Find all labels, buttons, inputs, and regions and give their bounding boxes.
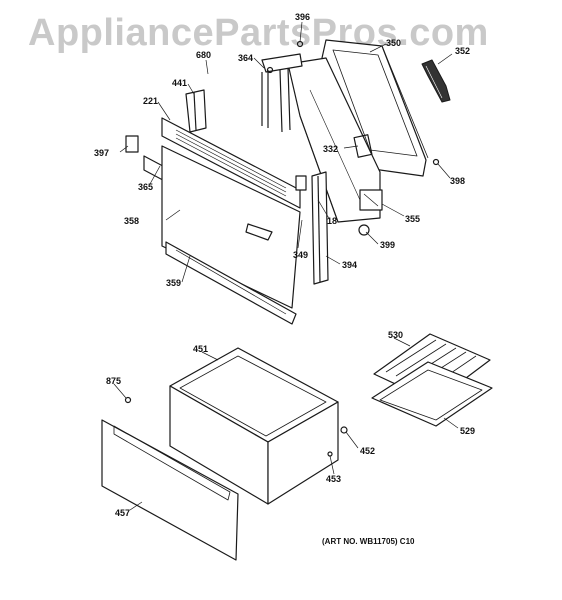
part-label-399: 399 xyxy=(380,240,396,250)
part-label-397: 397 xyxy=(94,148,110,158)
hinge-channel-394 xyxy=(295,171,329,285)
outer-door-panel-358 xyxy=(161,145,301,309)
door-latch-355 xyxy=(358,158,440,236)
hinge-bracket-441 xyxy=(185,89,207,133)
broil-pan-529 xyxy=(371,361,493,427)
part-label-875: 875 xyxy=(106,376,122,386)
side-bracket-397 xyxy=(125,135,139,153)
part-label-457: 457 xyxy=(115,508,131,518)
part-label-452: 452 xyxy=(360,446,376,456)
part-label-358: 358 xyxy=(124,216,140,226)
part-label-530: 530 xyxy=(388,330,404,340)
part-label-398: 398 xyxy=(450,176,466,186)
part-label-350: 350 xyxy=(386,38,402,48)
part-label-221: 221 xyxy=(143,96,159,106)
door-frame-rails-364 xyxy=(261,40,304,133)
art-number: (ART NO. WB11705) C10 xyxy=(322,537,415,546)
part-label-352: 352 xyxy=(455,46,471,56)
part-label-365: 365 xyxy=(138,182,154,192)
door-bottom-trim-359 xyxy=(165,241,297,325)
part-label-441: 441 xyxy=(172,78,188,88)
part-label-359: 359 xyxy=(166,278,182,288)
part-label-349: 349 xyxy=(293,250,309,260)
part-label-529: 529 xyxy=(460,426,476,436)
part-label-355: 355 xyxy=(405,214,421,224)
leader-lines xyxy=(113,21,459,511)
door-vent-trim-221 xyxy=(161,117,301,209)
part-label-332: 332 xyxy=(323,144,339,154)
door-inner-liner xyxy=(287,57,381,223)
drawer-body-451 xyxy=(169,347,339,505)
drawer-front-panel-457 xyxy=(101,419,239,561)
part-label-394: 394 xyxy=(342,260,358,270)
part-label-364: 364 xyxy=(238,53,254,63)
part-label-396: 396 xyxy=(295,12,311,22)
part-label-451: 451 xyxy=(193,344,209,354)
door-gasket-352 xyxy=(421,59,451,103)
part-label-18: 18 xyxy=(327,216,338,226)
part-label-680: 680 xyxy=(196,50,212,60)
part-label-453: 453 xyxy=(326,474,342,484)
